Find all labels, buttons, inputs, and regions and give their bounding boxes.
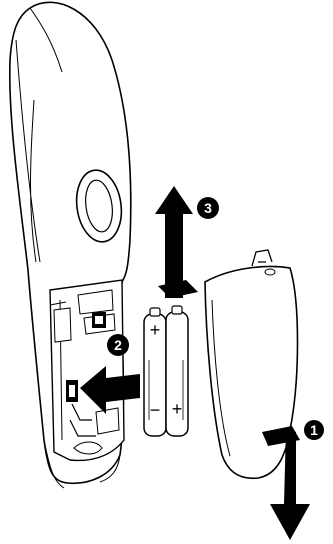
step-badge-3: 3	[197, 197, 219, 219]
handset	[10, 2, 131, 488]
step-number-2: 2	[114, 337, 122, 353]
battery-minus-symbol: −	[150, 400, 161, 420]
battery-cover-latch	[252, 250, 272, 266]
battery-plus-symbol-2: +	[172, 399, 183, 419]
arrow-step-3-lift-shape	[158, 280, 198, 298]
arrow-step-3-up	[155, 186, 193, 298]
step-badge-1: 1	[304, 420, 324, 440]
battery-plus-symbol: +	[150, 320, 161, 340]
step-badge-2: 2	[107, 334, 129, 356]
battery-cover-latch-hole	[265, 269, 275, 275]
step-number-1: 1	[310, 422, 318, 438]
step-number-3: 3	[204, 200, 212, 216]
compartment-slot	[54, 308, 71, 342]
battery-cover	[205, 250, 298, 478]
batteries: + + −	[144, 306, 188, 436]
battery-cover-outline	[205, 267, 298, 479]
